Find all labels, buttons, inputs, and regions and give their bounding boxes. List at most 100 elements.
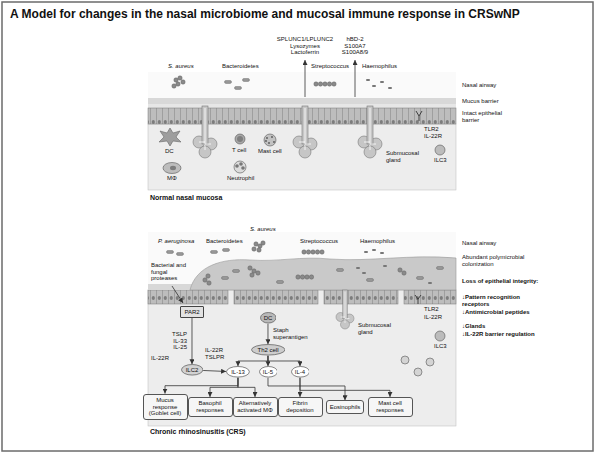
annotation-label: Haemophilus [362,63,397,70]
outcome-box: Fibrin deposition [278,397,323,417]
node-text: Mucus response (Goblet cell) [146,397,184,417]
submucosal-glands [193,106,382,158]
annotation-label: hBD-2 S100A7 S100A8/9 [342,36,368,56]
annotation-label: MΦ [167,175,177,182]
annotation-label: Loss of epithelial integrity: [462,278,542,285]
cell-shape [181,365,202,376]
label-anchor: IL-22R [424,314,442,321]
arrow-connector [268,356,300,366]
label-anchor: IL-22R [205,347,223,354]
edge-label: TSLP IL-33 IL-25 [171,331,188,351]
cell-ellipse: DC [260,312,277,324]
label-anchor: S. aureus [250,226,276,233]
label-anchor: Haemophilus [362,63,397,70]
label-anchor: Haemophilus [360,238,395,245]
label-anchor: Submucosal gland [358,322,392,335]
label-anchor: T cell [232,147,246,154]
label-anchor: Nasal airway [462,82,542,89]
annotation-label: TSLPR [205,354,224,361]
annotation-label: Bacteroidetes [206,238,243,245]
panel-caption: Normal nasal mucosa [148,194,456,202]
biofilm [190,257,456,290]
annotation-label: Nasal airway [462,82,542,89]
title-anchor: A Model for changes in the nasal microbi… [10,7,520,21]
label-anchor: Bacteroidetes [222,63,259,70]
cell-ellipse: Th2 cell [251,344,285,356]
label-anchor: IL-22R [424,133,442,140]
node-text: IL-4 [295,369,305,376]
outcome-box: Mucus response (Goblet cell) [143,394,188,421]
annotation-label: Bacteroidetes [222,63,259,70]
node-text: DC [264,315,273,322]
annotation-label: IL-22R [424,314,442,321]
annotation-label: Bacterial and fungal proteases [151,262,191,282]
label-anchor: ILC3 [434,157,447,164]
annotation-label: Mast cell [258,148,282,155]
annotation-label: IL-22R [151,355,169,362]
arrow-connector [203,370,226,372]
panel: Normal nasal mucosa [148,34,456,206]
submucosal-gland [336,290,354,329]
cytokine-ellipse: IL-4 [291,366,310,378]
annotation-label: ILC3 [434,343,447,350]
label-anchor: DC [165,148,174,155]
outcome-box: Basophil responses [188,397,233,417]
cytokine-ellipse: IL-13 [226,366,250,378]
annotation-label: ↓Antimicrobial peptides [462,309,542,316]
label-anchor: Streptococcus [300,238,338,245]
bacteria [167,241,444,285]
label-anchor: ↓Glands [462,323,542,330]
annotation-label: IL-22R [205,347,223,354]
label-anchor: TSLPR [205,354,224,361]
annotation-label: SPLUNC1/LPLUNC2 Lysozymes Lactoferrin [277,36,333,56]
cell-shape [260,313,276,324]
annotation-label: Neutrophil [227,175,254,182]
normal-mucosa-drawing [148,60,456,190]
crs-mucosa-drawing [148,232,456,426]
node-text: Alternatively activated MΦ [236,400,274,413]
annotation-label: Intact epithelial barrier [462,110,514,123]
label-anchor: Submucosal gland [386,150,420,163]
label-anchor: Nasal airway [462,240,542,247]
label-anchor: Abundant polymicrobial colonization [462,254,542,267]
annotation-label: Haemophilus [360,238,395,245]
arrow-connector [210,378,238,397]
node-text: Basophil responses [191,400,229,413]
damaged-epithelium [148,290,456,304]
label-anchor: ↓Antimicrobial peptides [462,309,542,316]
node-text: PAR2 [184,309,199,316]
annotation-label: P. aeruginosa [158,238,194,245]
label-anchor: TLR2 [424,126,439,133]
node-text: IL-5 [263,369,273,376]
annotation-label: Mucus barrier [462,98,542,105]
airway [148,72,456,99]
node-text: Mast cell responses [371,400,409,413]
protease-arrow [172,286,183,303]
bacteria [172,76,392,90]
arrow-connector [165,378,238,394]
immune-cells [401,295,445,376]
node-text: Th2 cell [257,347,278,354]
node-text: ILC2 [186,367,199,374]
annotation-label: Submucosal gland [386,150,420,163]
label-anchor: IL-22R [151,355,169,362]
annotation-label: ↓IL-22R barrier regulation [462,331,542,338]
cytokine-ellipse: IL-5 [259,366,278,378]
label-anchor: ↓Pattern recognition receptors [462,294,542,307]
annotation-label: Streptococcus [311,63,349,70]
node-text: Eosinophils [330,404,361,411]
annotation-label: T cell [232,147,246,154]
arrow-connector [300,378,390,397]
arrow-connector [191,318,192,364]
label-anchor: Mast cell [258,148,282,155]
label-anchor: Intact epithelial barrier [462,110,514,123]
arrow-connector [238,378,255,397]
annotation-label: IL-22R [424,133,442,140]
label-anchor: TLR2 [424,306,439,313]
label-anchor: Mucus barrier [462,98,542,105]
arrow-connector [267,324,268,344]
